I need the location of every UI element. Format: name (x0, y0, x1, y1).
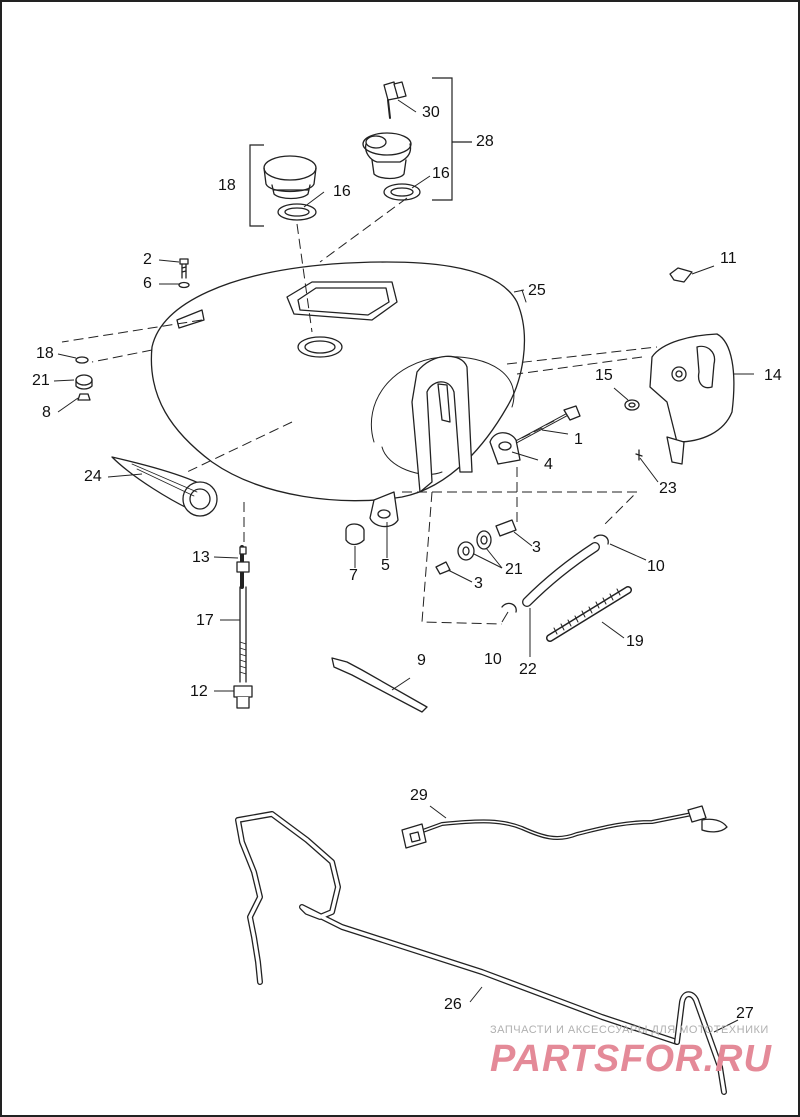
bent-tube (674, 991, 727, 1095)
wiring-harness (401, 805, 728, 849)
acorn-nut (345, 523, 365, 546)
callout-24: 24 (84, 468, 102, 485)
callout-17: 17 (196, 612, 214, 629)
callout-4: 4 (544, 456, 553, 473)
callout-25: 25 (528, 282, 546, 299)
side-cover (624, 333, 735, 465)
callout-23: 23 (659, 480, 677, 497)
callout-29: 29 (410, 787, 428, 804)
callout-12: 12 (190, 683, 208, 700)
callout-18: 18 (36, 345, 54, 362)
lower-bracket (369, 491, 399, 528)
callout-3: 3 (474, 575, 483, 592)
callout-10: 10 (484, 651, 502, 668)
callout-19: 19 (626, 633, 644, 650)
key (383, 81, 407, 119)
callout-16: 16 (333, 183, 351, 200)
callout-10: 10 (647, 558, 665, 575)
callout-16: 16 (432, 165, 450, 182)
callout-30: 30 (422, 104, 440, 121)
callout-18: 18 (218, 177, 236, 194)
callout-15: 15 (595, 367, 613, 384)
fuel-cap-locking (362, 132, 421, 201)
callout-6: 6 (143, 275, 152, 292)
callout-9: 9 (417, 652, 426, 669)
callout-2: 2 (143, 251, 152, 268)
callout-11: 11 (720, 250, 737, 267)
callout-13: 13 (192, 549, 210, 566)
callout-21: 21 (505, 561, 523, 578)
callout-3: 3 (532, 539, 541, 556)
callout-14: 14 (764, 367, 782, 384)
fuel-line (235, 811, 680, 1045)
callout-1: 1 (574, 431, 583, 448)
spacer-grommets (435, 519, 517, 575)
mounting-bolt (514, 405, 581, 444)
callout-26: 26 (444, 996, 462, 1013)
watermark-logo: PARTSFOR.RU (490, 1038, 772, 1080)
left-grommet-stack (75, 356, 93, 401)
vent-hose (501, 534, 609, 613)
bracket-hole (498, 441, 512, 451)
tank-emblem (111, 456, 218, 517)
callout-22: 22 (519, 661, 537, 678)
front-bracket (489, 432, 521, 465)
spring-sleeve (546, 586, 632, 642)
callout-28: 28 (476, 133, 494, 150)
callout-7: 7 (349, 567, 358, 584)
callout-27: 27 (736, 1005, 754, 1022)
watermark-caption: ЗАПЧАСТИ И АКСЕССУАРЫ ДЛЯ МОТОТЕХНИКИ (490, 1024, 769, 1036)
callout-21: 21 (32, 372, 50, 389)
fuel-valve-assembly (233, 545, 253, 709)
fuel-cap-vented (263, 155, 317, 221)
clip (669, 267, 693, 283)
wedge-tool (331, 657, 428, 713)
callout-5: 5 (381, 557, 390, 574)
fuel-tank (150, 261, 527, 502)
screw (178, 258, 190, 289)
callout-8: 8 (42, 404, 51, 421)
tank-rear-bracket (411, 355, 473, 493)
